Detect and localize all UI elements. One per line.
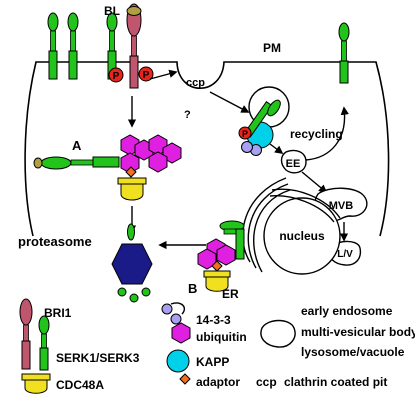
legend-serk: SERK1/SERK3 (38, 315, 140, 371)
legend: BRI1 SERK1/SERK3 CDC48A 14-3-3 ubiquitin (19, 298, 415, 394)
svg-text:MVB: MVB (329, 200, 354, 212)
question-label: ? (184, 109, 191, 121)
svg-text:P: P (113, 71, 120, 82)
endocytic-vesicle: P (238, 86, 290, 156)
svg-text:adaptor: adaptor (196, 375, 240, 389)
bl-label: BL (104, 4, 120, 18)
svg-text:CDC48A: CDC48A (56, 378, 104, 392)
arrow-to-mvb (301, 171, 328, 194)
pathway-b-complex (197, 220, 245, 292)
legend-compartment (260, 319, 296, 348)
svg-text:L/V: L/V (337, 249, 353, 260)
svg-text:14-3-3: 14-3-3 (196, 313, 231, 327)
legend-ubiquitin: ubiquitin (171, 322, 247, 344)
arrow-to-ee (269, 143, 284, 155)
legend-bri1: BRI1 (19, 298, 72, 370)
legend-kapp: KAPP (166, 349, 229, 373)
legend-cdc48a: CDC48A (21, 373, 104, 394)
phospho-site (108, 67, 124, 83)
proteasome (111, 223, 153, 303)
bl-ligand (126, 6, 142, 16)
serk-receptor-1 (47, 12, 59, 80)
ccp-label: ccp (186, 77, 205, 89)
nucleus-with-er (242, 177, 341, 275)
phospho-site (138, 66, 154, 82)
arrow-to-endocytic-vesicle (209, 91, 250, 113)
legend-ccp-abbr: ccp (256, 375, 277, 389)
arrow-to-ccp (149, 69, 178, 80)
svg-text:P: P (143, 70, 150, 81)
svg-text:BRI1: BRI1 (44, 306, 72, 320)
proteasome-label: proteasome (18, 234, 92, 249)
legend-ccp-full: clathrin coated pit (284, 375, 387, 389)
svg-text:EE: EE (286, 158, 301, 170)
legend-mvb: multi-vesicular body (301, 325, 415, 339)
pathway-a-label: A (72, 138, 82, 153)
pm-label: PM (263, 41, 281, 55)
legend-early-endosome: early endosome (301, 304, 393, 318)
arrow-recycling (305, 106, 349, 161)
legend-14-3-3: 14-3-3 (161, 302, 231, 327)
serk-receptor-2 (67, 12, 79, 80)
pathway-b-label: B (188, 281, 197, 296)
er-label: ER (222, 287, 239, 301)
svg-text:SERK1/SERK3: SERK1/SERK3 (56, 351, 140, 365)
phospho-site (238, 126, 252, 140)
serk-bri1-complex: P P (106, 3, 154, 89)
pathway-a-complex (33, 134, 182, 201)
early-endosome: EE (280, 149, 307, 174)
svg-text:ubiquitin: ubiquitin (196, 330, 247, 344)
svg-text:P: P (242, 129, 248, 139)
bl-ligand (33, 157, 43, 169)
nucleus-label: nucleus (279, 229, 325, 243)
legend-lysosome: lysosome/vacuole (301, 345, 405, 359)
membrane-receptors: P P (47, 3, 350, 89)
legend-adaptor: adaptor (179, 373, 240, 389)
plasma-membrane (24, 61, 390, 237)
recycling-label: recycling (290, 127, 343, 141)
svg-text:KAPP: KAPP (196, 355, 229, 369)
serk-receptor-recycled (338, 22, 350, 84)
